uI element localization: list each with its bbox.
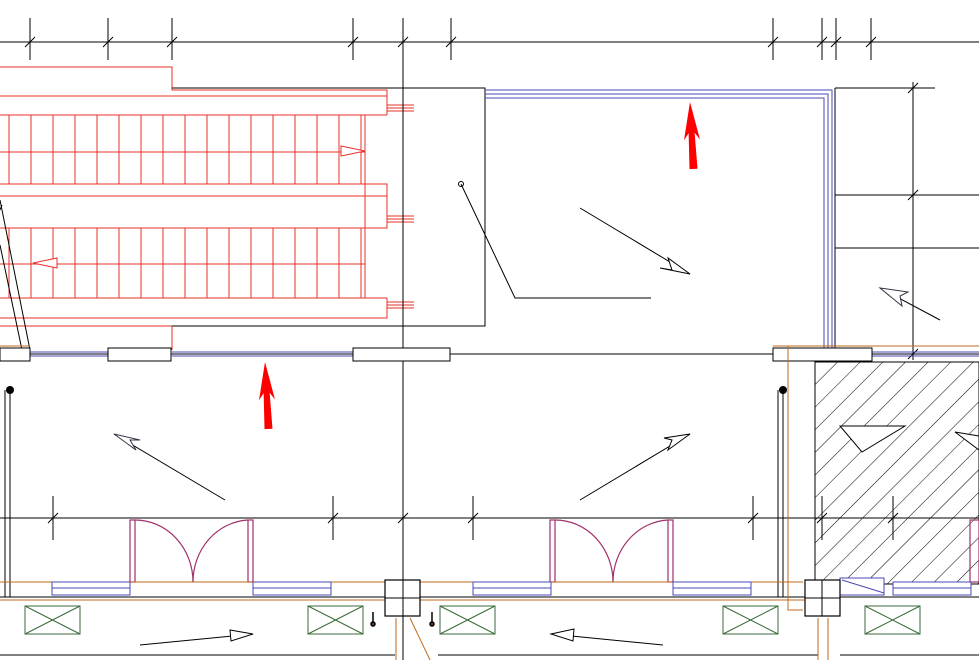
- double-door-left: [129, 519, 254, 583]
- glazing-upper-room: [485, 89, 833, 350]
- hatched-zone-arrows: [838, 425, 979, 453]
- equipment-box-icon: [439, 605, 496, 635]
- escalator-guide-line: [0, 204, 3, 211]
- flow-arrow-icon: [113, 433, 141, 451]
- column-icon: [779, 386, 787, 394]
- column-cross-lines: [385, 580, 840, 616]
- flow-arrows: [113, 183, 941, 646]
- flow-arrow-icon: [229, 629, 254, 642]
- escalator-down-arrow-icon: [32, 257, 58, 269]
- equipment-boxes: [24, 605, 921, 635]
- dimension-line-vertical-right: [895, 82, 935, 360]
- column-markers: [6, 181, 787, 394]
- escalator-upper: [0, 115, 365, 184]
- hatched-zone: [814, 361, 979, 585]
- door-leaves-row-1: [0, 347, 873, 362]
- escalator-up-arrow-icon: [340, 145, 366, 157]
- flow-arrow-icon: [878, 287, 910, 308]
- escalator-direction-arrows: [32, 145, 366, 269]
- dimension-line-top: [0, 18, 979, 60]
- red-up-arrow-icon: [258, 362, 275, 430]
- glazing-panel-lines: [52, 579, 971, 594]
- escalator-outline: [0, 66, 414, 350]
- equipment-box-icon: [864, 605, 921, 635]
- equipment-box-icon: [307, 605, 364, 635]
- red-up-arrow-icon: [683, 102, 700, 170]
- double-door-right: [549, 519, 674, 583]
- equipment-box-icon: [24, 605, 81, 635]
- column-icon: [6, 386, 14, 394]
- flow-arrow-icon: [549, 628, 575, 642]
- door-partial-right: [969, 519, 979, 583]
- small-fixtures: [370, 612, 435, 627]
- frame-lines-lower: [0, 346, 829, 660]
- flow-arrow-icon: [659, 256, 691, 275]
- red-marker-arrows: [258, 102, 700, 430]
- equipment-box-icon: [722, 605, 779, 635]
- flow-arrow-icon: [663, 433, 691, 452]
